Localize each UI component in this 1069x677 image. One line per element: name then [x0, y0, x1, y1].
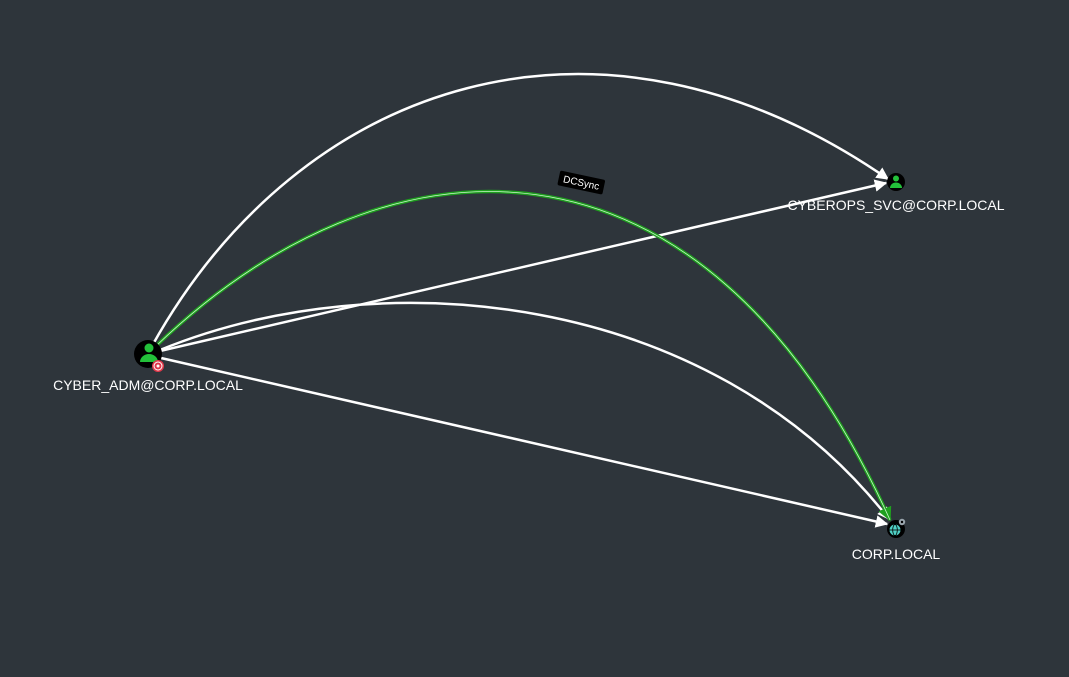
node-label: CYBEROPS_SVC@CORP.LOCAL	[787, 197, 1004, 213]
node-corp-local[interactable]: CORP.LOCAL	[852, 518, 941, 562]
node-cyberops-svc[interactable]: CYBEROPS_SVC@CORP.LOCAL	[787, 173, 1005, 213]
node-label: CORP.LOCAL	[852, 546, 941, 562]
edge-dcsync[interactable]	[153, 189, 892, 522]
edge-cyber-adm-to-cyberops-svc-straight[interactable]	[159, 179, 888, 353]
globe-icon	[889, 524, 901, 536]
edge-cyber-adm-to-cyberops-svc-arc[interactable]	[150, 73, 890, 347]
edge-cyber-adm-to-corp-local-arc[interactable]	[159, 301, 890, 520]
edge-label-dcsync[interactable]: DCSync	[557, 170, 605, 195]
user-icon	[140, 343, 158, 362]
node-cyber-adm[interactable]: CYBER_ADM@CORP.LOCAL	[53, 340, 243, 393]
user-icon	[890, 175, 902, 188]
node-label: CYBER_ADM@CORP.LOCAL	[53, 377, 243, 393]
target-icon	[152, 360, 164, 372]
gear-icon	[898, 518, 906, 526]
edge-cyber-adm-to-corp-local-straight[interactable]	[160, 356, 889, 528]
